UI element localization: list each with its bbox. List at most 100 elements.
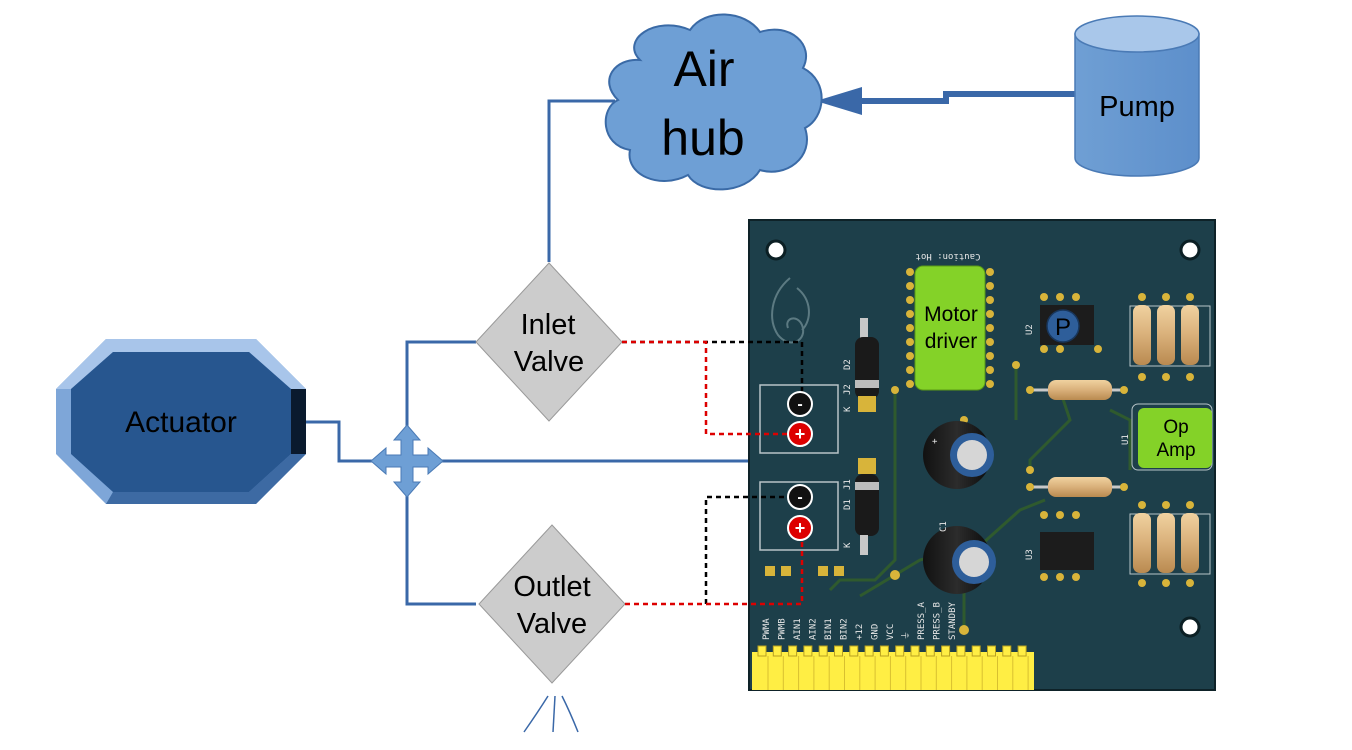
op-amp-chip: U1 Op Amp	[1121, 403, 1213, 471]
pin-label: GND	[871, 624, 881, 640]
op-amp-line1: Op	[1163, 417, 1188, 438]
connector-j2	[759, 384, 839, 454]
resistor-horizontal-bottom	[1026, 477, 1128, 497]
edge-pin	[895, 645, 905, 657]
small-pads	[765, 361, 1034, 635]
inlet-red-wire	[622, 340, 802, 436]
caution-text: Caution: Hot	[915, 251, 980, 261]
k-bottom-label: K	[843, 542, 853, 548]
terminal-j1-plus: +	[787, 515, 813, 541]
edge-pin	[834, 645, 843, 657]
pin-label: ⏚	[901, 631, 912, 640]
air-hub-line1: Air	[673, 41, 734, 97]
pin-label: AIN2	[809, 618, 819, 640]
edge-pin	[757, 645, 767, 657]
outlet-valve-line2: Valve	[517, 608, 587, 640]
actuator-block: Actuator	[56, 339, 306, 504]
j1-label: J1	[843, 479, 853, 490]
terminal-j2-plus: +	[787, 421, 813, 447]
pressure-sensor-label: P	[1055, 314, 1071, 341]
capacitor-bottom: C1	[923, 521, 996, 594]
pin-label: +12	[855, 624, 865, 640]
pcb-board: Caution: Hot Motor driver D2 K J2	[748, 219, 1216, 691]
outlet-valve-line1: Outlet	[513, 571, 590, 603]
outlet-red-wire	[625, 528, 804, 606]
pin-label: BIN1	[824, 618, 834, 640]
actuator-label: Actuator	[125, 406, 237, 439]
diode-d2: D2 K J2	[843, 318, 879, 412]
pin-label: PRESS_A	[917, 601, 927, 640]
junction-to-outlet-pipe	[405, 478, 476, 606]
resistor-group-top	[1129, 293, 1211, 381]
j2-label: J2	[843, 384, 853, 395]
cap-top-plus: +	[932, 437, 938, 447]
edge-pin	[910, 645, 920, 657]
pin-label: AIN1	[793, 618, 803, 640]
inlet-black-wire	[622, 340, 804, 404]
pin-labels: PWMA PWMB AIN1 AIN2 BIN1 BIN2 +12 GND VCC ⏚ PRESS_…	[762, 601, 958, 640]
pin-label: BIN2	[840, 618, 850, 640]
terminal-j2-minus: -	[787, 391, 813, 417]
pin-label: STANDBY	[948, 601, 958, 640]
edge-pin	[818, 645, 828, 657]
u2-label: U2	[1025, 324, 1035, 335]
connector-j1	[759, 481, 839, 551]
edge-pin	[772, 645, 782, 657]
outlet-valve: Outlet Valve	[478, 524, 626, 684]
four-way-junction-icon	[370, 424, 444, 498]
mounting-holes	[765, 239, 1201, 638]
air-hub-line2: hub	[661, 110, 744, 166]
op-amp-line2: Amp	[1156, 440, 1195, 461]
pin-label: VCC	[886, 624, 896, 640]
pin-label: PRESS_B	[933, 602, 943, 640]
signal-wires	[622, 340, 804, 606]
edge-pin	[956, 645, 966, 657]
inlet-valve-line1: Inlet	[521, 309, 576, 341]
motor-driver-line1: Motor	[924, 303, 978, 326]
terminal-j1-minus: -	[787, 484, 813, 510]
edge-connector	[752, 645, 1034, 690]
plus-icon: +	[795, 424, 806, 444]
junction-to-inlet-pipe	[405, 340, 476, 445]
u3-label: U3	[1025, 549, 1035, 560]
exhaust-icon	[523, 695, 579, 733]
d1-label: D1	[843, 499, 853, 510]
edge-pin	[941, 645, 951, 657]
pump-cylinder: Pump	[1074, 15, 1200, 177]
actuator-to-junction-pipe	[306, 420, 390, 463]
edge-pin	[788, 645, 798, 657]
edge-pin	[1017, 645, 1027, 657]
edge-pin	[879, 645, 889, 657]
edge-pin	[987, 645, 996, 657]
diode-d1: D1 J1 K	[843, 458, 879, 555]
plus-icon: +	[795, 518, 806, 538]
capacitor-top: +	[923, 421, 994, 489]
edge-pin	[971, 645, 981, 657]
u1-label: U1	[1121, 434, 1131, 445]
resistor-group-bottom	[1129, 501, 1211, 587]
air-hub-cloud: Air hub	[604, 13, 823, 191]
edge-pin	[864, 645, 874, 657]
edge-pin	[849, 645, 859, 657]
motor-driver-line2: driver	[925, 330, 978, 353]
pin-label: PWMB	[778, 618, 788, 640]
k-top-label: K	[843, 406, 853, 412]
minus-icon: -	[797, 396, 802, 413]
edge-pin	[803, 645, 813, 657]
pressure-sensor-badge: P	[1046, 309, 1080, 343]
outlet-black-wire	[704, 495, 802, 604]
inlet-valve: Inlet Valve	[475, 262, 623, 422]
d2-label: D2	[843, 359, 853, 370]
chip-u3: U3	[1025, 511, 1094, 581]
pump-label: Pump	[1099, 91, 1175, 123]
pump-to-hub-arrow	[816, 87, 1075, 115]
resistor-horizontal-top	[1026, 380, 1128, 400]
edge-pin	[1002, 645, 1012, 657]
minus-icon: -	[797, 489, 802, 506]
pin-label: PWMA	[762, 618, 772, 640]
inlet-valve-line2: Valve	[514, 346, 584, 378]
inlet-to-hub-pipe	[547, 99, 615, 262]
motor-driver-chip: Motor driver	[906, 265, 994, 391]
c1-label: C1	[939, 521, 949, 532]
